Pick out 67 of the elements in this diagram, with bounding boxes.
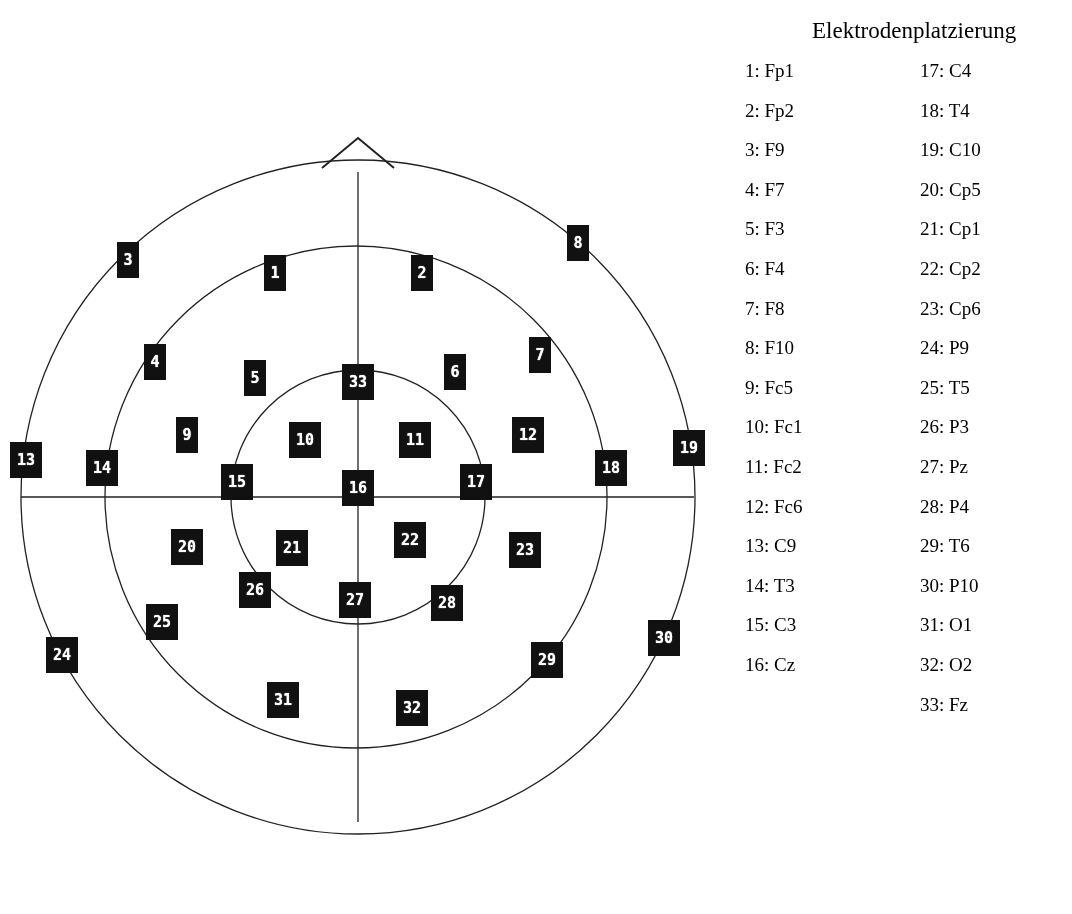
legend-title: Elektrodenplatzierung (812, 18, 1017, 44)
electrode-label: 2: Fp2 (745, 99, 795, 122)
electrode-label: 23: Cp6 (920, 297, 981, 320)
electrode-label: 14: T3 (745, 574, 795, 597)
electrode-marker: 12 (512, 417, 544, 453)
electrode-label: 28: P4 (920, 495, 970, 518)
electrode-marker: 27 (339, 582, 371, 618)
electrode-label: 18: T4 (920, 99, 970, 122)
electrode-label: 20: Cp5 (920, 178, 981, 201)
electrode-label: 24: P9 (920, 337, 970, 360)
electrode-marker: 28 (431, 585, 463, 621)
electrode-marker: 25 (146, 604, 178, 640)
electrode-marker: 20 (171, 529, 203, 565)
electrode-marker: 11 (399, 422, 431, 458)
electrode-label: 4: F7 (745, 178, 785, 201)
electrode-label: 21: Cp1 (920, 218, 981, 241)
electrode-marker: 4 (144, 344, 166, 380)
electrode-label: 33: Fz (920, 693, 969, 716)
electrode-marker: 17 (460, 464, 492, 500)
electrode-label: 11: Fc2 (745, 456, 802, 478)
electrode-marker: 8 (567, 225, 589, 261)
electrode-marker: 21 (276, 530, 308, 566)
electrode-marker: 24 (46, 637, 78, 673)
electrode-marker: 7 (529, 337, 551, 373)
electrode-marker: 9 (176, 417, 198, 453)
electrode-label: 27: Pz (920, 456, 969, 478)
electrode-marker: 3 (117, 242, 139, 278)
electrode-marker: 22 (394, 522, 426, 558)
electrode-marker: 14 (86, 450, 118, 486)
electrode-label: 10: Fc1 (745, 416, 803, 439)
electrode-label: 32: O2 (920, 654, 973, 676)
electrode-marker: 30 (648, 620, 680, 656)
electrode-label: 1: Fp1 (745, 60, 795, 82)
electrode-marker: 15 (221, 464, 253, 500)
electrode-label: 29: T6 (920, 535, 970, 558)
electrode-marker: 5 (244, 360, 266, 396)
electrode-label: 12: Fc6 (745, 495, 803, 518)
electrode-marker: 29 (531, 642, 563, 678)
electrode-marker: 10 (289, 422, 321, 458)
electrode-label: 19: C10 (920, 139, 981, 162)
electrode-label: 15: C3 (745, 614, 797, 637)
electrode-label: 16: Cz (745, 654, 796, 676)
electrode-marker: 31 (267, 682, 299, 718)
electrode-marker: 23 (509, 532, 541, 568)
electrode-label: 9: Fc5 (745, 376, 794, 399)
electrode-label: 3: F9 (745, 139, 785, 162)
electrode-label: 25: T5 (920, 376, 970, 399)
electrode-label: 22: Cp2 (920, 258, 981, 280)
electrode-label: 31: O1 (920, 614, 973, 637)
electrode-label: 26: P3 (920, 416, 970, 439)
electrode-label: 7: F8 (745, 297, 785, 320)
electrode-marker: 32 (396, 690, 428, 726)
electrode-marker: 6 (444, 354, 466, 390)
electrode-marker: 16 (342, 470, 374, 506)
electrode-label: 5: F3 (745, 218, 785, 241)
electrode-label: 8: F10 (745, 337, 795, 360)
electrode-marker: 2 (411, 255, 433, 291)
electrode-label: 6: F4 (745, 258, 785, 280)
electrode-label: 30: P10 (920, 574, 979, 597)
electrode-marker: 1 (264, 255, 286, 291)
electrode-label: 13: C9 (745, 535, 797, 558)
electrode-marker: 26 (239, 572, 271, 608)
electrode-marker: 18 (595, 450, 627, 486)
electrode-marker: 13 (10, 442, 42, 478)
electrode-marker: 33 (342, 364, 374, 400)
electrode-label: 17: C4 (920, 60, 972, 82)
electrode-marker: 19 (673, 430, 705, 466)
